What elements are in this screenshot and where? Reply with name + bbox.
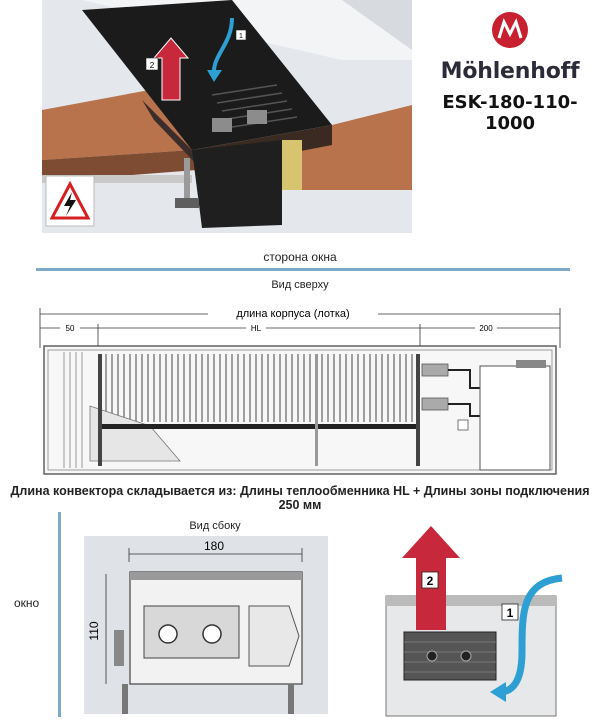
hero-label-2: 2 xyxy=(150,61,155,70)
brand-name: Möhlenhoff xyxy=(440,59,580,84)
window-label: окно xyxy=(14,596,40,610)
window-line xyxy=(36,268,570,271)
window-marker-line xyxy=(58,512,61,717)
brand-block: Möhlenhoff ESK-180-110-1000 xyxy=(420,10,600,134)
brand-logo-icon xyxy=(492,12,528,48)
product-photo: 2 1 xyxy=(42,0,412,233)
dim-left-label: 50 xyxy=(66,324,75,333)
airflow-label-2: 2 xyxy=(427,574,434,588)
dim-right-label: 200 xyxy=(479,324,493,333)
dim-mid-label: HL xyxy=(251,324,262,333)
width-dim-label: 180 xyxy=(204,539,224,553)
side-view-title: Вид сбоку xyxy=(189,520,241,532)
length-caption: Длина конвектора складывается из: Длины … xyxy=(10,484,590,512)
model-number: ESK-180-110-1000 xyxy=(442,92,578,134)
airflow-label-1: 1 xyxy=(507,606,514,620)
top-view-title: Вид сверху xyxy=(271,279,329,291)
airflow-diagram: 2 1 xyxy=(385,526,563,717)
top-view-drawing: длина корпуса (лотка) 50 HL 200 xyxy=(39,306,561,475)
height-dim-label: 110 xyxy=(87,621,101,640)
window-side-label: сторона окна xyxy=(263,250,337,264)
side-section-drawing: 180 110 xyxy=(84,536,328,714)
dim-total-label: длина корпуса (лотка) xyxy=(236,308,349,320)
hero-label-1: 1 xyxy=(239,33,243,40)
